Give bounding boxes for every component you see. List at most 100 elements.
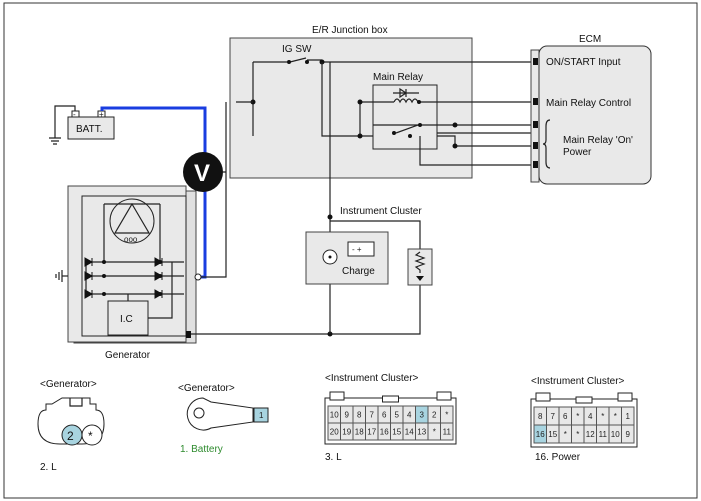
ic-box [107, 300, 149, 336]
resistor-arrow [416, 276, 424, 281]
relay-node [418, 123, 422, 127]
gen-l-connector-latch [69, 398, 83, 407]
relay-node [357, 99, 363, 105]
generator-l-terminal [186, 331, 191, 338]
cluster-resistor-box [407, 248, 433, 286]
relay-node [452, 122, 458, 128]
main-relay [372, 84, 438, 150]
ecm-box [538, 45, 652, 185]
voltmeter-label: V [194, 160, 210, 187]
ecm-pin [533, 142, 538, 149]
diagram-frame [3, 2, 698, 499]
stator-winding [113, 202, 151, 234]
connector-pin-label: 11 [599, 430, 608, 439]
cluster-l-connector-title: <Instrument Cluster> [325, 373, 419, 384]
connector-pin-label: 8 [357, 411, 362, 420]
relay-switch [395, 124, 419, 134]
cluster-power-node [327, 214, 333, 220]
connector-pin-label: 11 [443, 428, 452, 437]
connector-pin-label: 9 [345, 411, 350, 420]
gen-l-connector-title: <Generator> [40, 379, 97, 390]
stator-leads [103, 203, 161, 262]
battery-terminal-mark: - [73, 110, 76, 119]
gen-batt-pin-label: 1 [259, 411, 264, 420]
battery-warning-icon-sign: - + [352, 245, 362, 254]
cluster-power-connector-title: <Instrument Cluster> [531, 376, 625, 387]
connector-pin-label: 2 [432, 411, 437, 420]
cluster-power-caption: 16. Power [535, 452, 581, 463]
connector-pin-label: 7 [551, 412, 556, 421]
ig-sw-label: IG SW [282, 44, 312, 55]
connector-pin-label: 17 [367, 428, 376, 437]
instrument-cluster-wire [330, 220, 421, 249]
ecm-pin [533, 98, 538, 105]
connector-pin-label: * [564, 430, 567, 439]
instrument-cluster-label: Instrument Cluster [340, 206, 422, 217]
generator-node [102, 292, 106, 296]
connector-pin-label: 4 [588, 412, 593, 421]
connector-latch [575, 396, 593, 404]
generator-b-terminal [194, 273, 202, 281]
ring-terminal-icon [186, 397, 254, 431]
gen-batt-caption: 1. Battery [180, 444, 223, 455]
generator-node [102, 274, 106, 278]
cluster-l-caption: 3. L [325, 452, 342, 463]
connector-pin-cell [440, 422, 454, 441]
connector-pin-label: 15 [392, 428, 401, 437]
connector-pin-label: 10 [611, 430, 620, 439]
relay-node [392, 131, 396, 135]
ecm-pin [533, 58, 538, 65]
battery-terminal-mark: + [99, 110, 104, 119]
connector-pin-label: 12 [586, 430, 595, 439]
gen-l-pin-label: * [88, 429, 93, 443]
connector-pin-label: 15 [548, 430, 557, 439]
relay-node [357, 133, 363, 139]
connector-pin-label: 4 [407, 411, 412, 420]
connector-pin-label: 14 [405, 428, 414, 437]
generator-label: Generator [105, 350, 151, 361]
charge-warning-box [305, 231, 389, 285]
generator-inner [81, 195, 187, 337]
connector-pin-label: 9 [626, 430, 631, 439]
connector-pin-label: * [601, 412, 604, 421]
ecm-on-start-label: ON/START Input [546, 57, 621, 68]
ecm-power-label: Power [563, 147, 592, 158]
ecm-power-label: Main Relay 'On' [563, 135, 633, 146]
resistor-icon [414, 251, 426, 273]
connector-pin-label: 13 [417, 428, 426, 437]
diode-icon [84, 289, 94, 299]
junction-box-label: E/R Junction box [312, 25, 388, 36]
generator-node [102, 260, 106, 264]
generator-node [158, 292, 162, 296]
ecm-label: ECM [579, 34, 601, 45]
l-wire [191, 285, 421, 335]
ig-sw-contact [289, 57, 307, 63]
battery-ground-wire [54, 105, 76, 138]
charge-lamp-center [328, 255, 332, 259]
stator-icon [109, 198, 155, 244]
connector-pin-label: 6 [382, 411, 387, 420]
connector-pin-label: 8 [538, 412, 543, 421]
ecm-main-relay-control-label: Main Relay Control [546, 98, 631, 109]
connector-pin-label: * [445, 411, 448, 420]
ig-sw-drop [252, 62, 373, 137]
gen-l-pin-label: 2 [67, 429, 74, 443]
connector-pin-label: 10 [330, 411, 339, 420]
connector-pin-label: 16 [536, 430, 545, 439]
relay-node [452, 143, 458, 149]
ground-icon [49, 137, 61, 145]
connector-pin-label: 16 [380, 428, 389, 437]
ecm-pin [533, 121, 538, 128]
connector-latch [382, 395, 399, 403]
relay-diode [393, 87, 419, 99]
ring-terminal-hole [193, 407, 205, 419]
connector-pin-label: 6 [563, 412, 568, 421]
connector-latch [535, 392, 551, 402]
battery [67, 116, 115, 140]
connector-pin-label: * [576, 412, 579, 421]
charge-label: Charge [342, 266, 375, 277]
connector-pin-label: * [576, 430, 579, 439]
